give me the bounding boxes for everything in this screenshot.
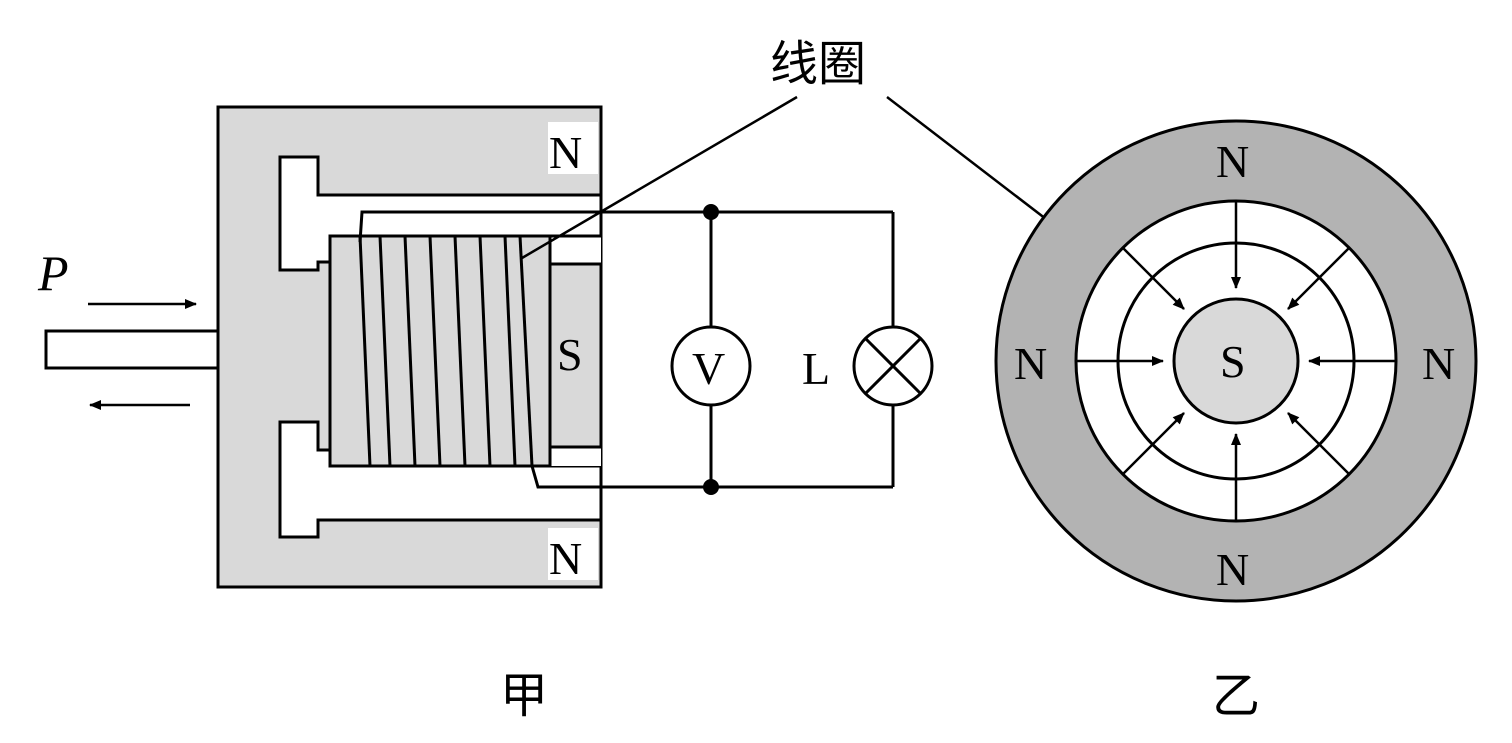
inner-core: [1172, 297, 1300, 425]
junction-bottom: [703, 479, 719, 495]
plunger-rod: [44, 329, 220, 370]
circuit: [709, 212, 895, 487]
pole-bottom-label: N: [549, 533, 582, 584]
s-pole-block: [548, 262, 603, 449]
force-label: P: [37, 245, 69, 301]
coil-label: 线圈: [770, 38, 866, 91]
coil-windings: [358, 235, 534, 467]
pole-middle-label: S: [557, 329, 583, 380]
voltmeter-label: V: [692, 343, 725, 394]
figure-left: P N S N V L 甲: [37, 105, 934, 723]
gap-upper: [550, 236, 601, 264]
pole-top-label-right: N: [1216, 136, 1249, 187]
pole-top-label: N: [549, 127, 582, 178]
pole-left-label-right: N: [1014, 338, 1047, 389]
caption-right: 乙: [1212, 670, 1260, 723]
pole-center-label: S: [1220, 336, 1246, 387]
voltmeter: [670, 325, 752, 407]
field-arrows: [1076, 201, 1396, 521]
pole-right-label-right: N: [1422, 338, 1455, 389]
coil-leader-left: [521, 95, 798, 260]
lamp-label: L: [802, 343, 830, 394]
gap-lower: [550, 447, 601, 466]
figure-right: S N N N N 乙: [994, 119, 1478, 723]
pole-bottom-label-right: N: [1216, 544, 1249, 595]
caption-left: 甲: [500, 670, 548, 723]
coil-lead-bottom: [530, 465, 893, 489]
junction-top: [703, 204, 719, 220]
lamp-cross: [863, 336, 923, 396]
